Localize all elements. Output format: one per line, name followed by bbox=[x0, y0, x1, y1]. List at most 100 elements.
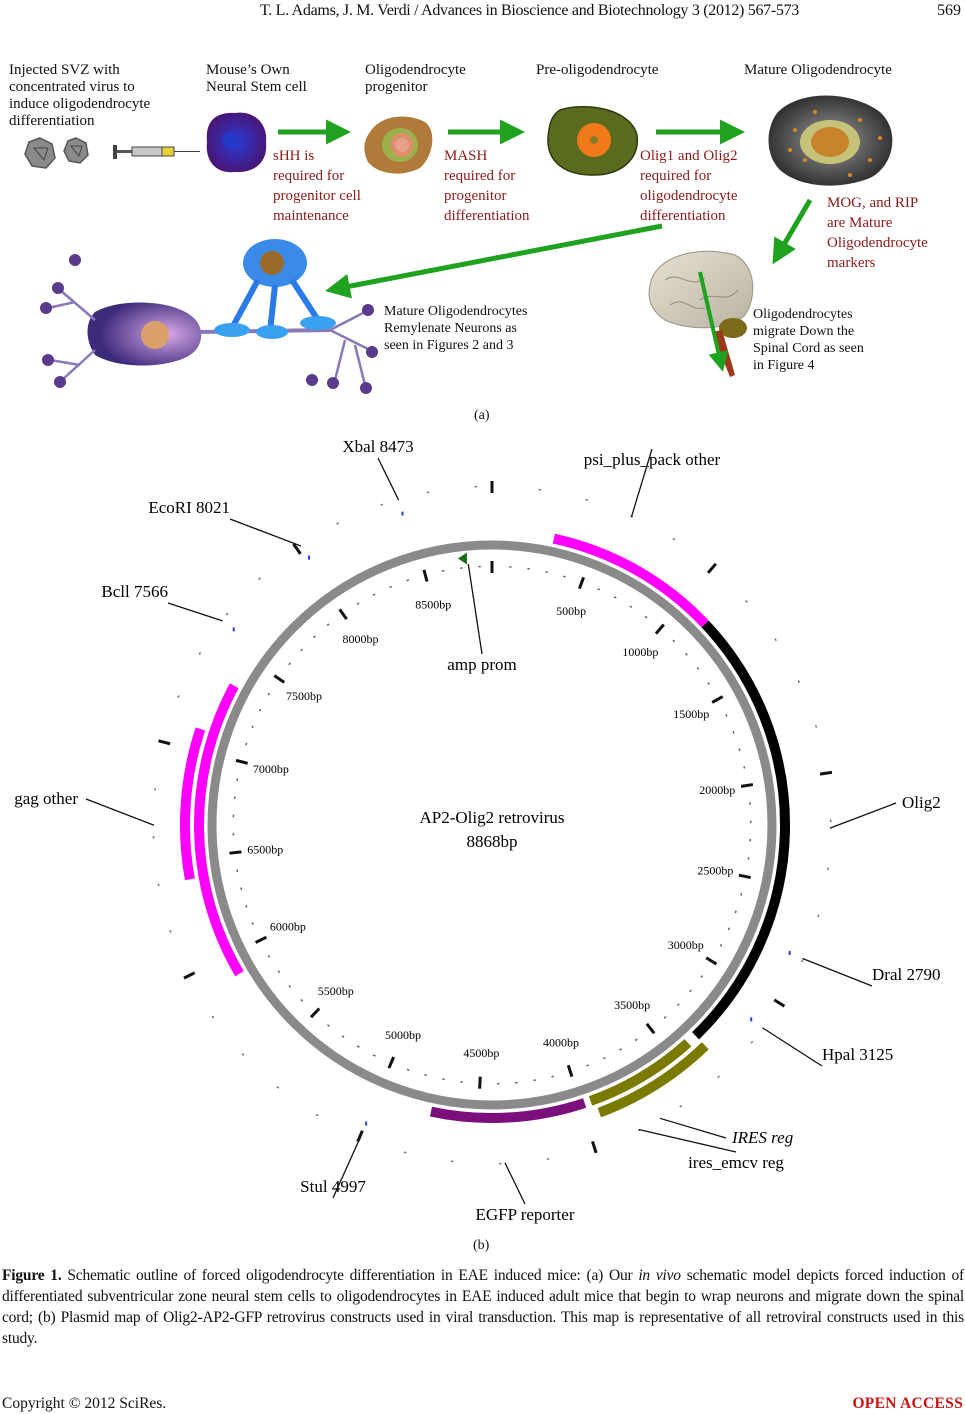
restriction-site-label: Xbal 8473 bbox=[342, 437, 413, 456]
minor-tick bbox=[602, 1056, 606, 1060]
minor-tick bbox=[372, 593, 376, 596]
outer-minor-tick bbox=[258, 577, 261, 581]
minor-tick bbox=[732, 730, 735, 734]
major-tick bbox=[309, 1007, 321, 1019]
outer-minor-tick bbox=[717, 1075, 720, 1079]
major-tick bbox=[478, 1076, 482, 1089]
virus-particle-icon bbox=[63, 137, 89, 164]
feature-label: Olig2 bbox=[902, 793, 941, 812]
arrow-icon bbox=[698, 271, 729, 372]
amp-prom-marker bbox=[457, 552, 467, 565]
minor-tick bbox=[356, 602, 360, 605]
figure-caption: Figure 1. Schematic outline of forced ol… bbox=[2, 1265, 964, 1349]
major-tick bbox=[645, 1022, 656, 1035]
panel-b-label: (b) bbox=[473, 1238, 490, 1253]
oligodendrocyte-progenitor-icon bbox=[364, 116, 433, 174]
plasmid-backbone bbox=[207, 540, 777, 1110]
major-tick bbox=[738, 873, 752, 880]
feature-arc bbox=[588, 1039, 692, 1106]
outer-minor-tick bbox=[198, 652, 202, 656]
leader-line bbox=[504, 1162, 526, 1205]
leader-line bbox=[229, 518, 302, 547]
restriction-site-label: Hpal 3125 bbox=[822, 1045, 893, 1064]
minor-tick bbox=[389, 585, 393, 589]
major-tick bbox=[740, 783, 754, 788]
tick-label: 5500bp bbox=[318, 984, 354, 998]
minor-tick bbox=[300, 998, 304, 1002]
restriction-site-label: Dral 2790 bbox=[872, 965, 940, 984]
outer-minor-tick bbox=[315, 1113, 319, 1117]
note-olig: Olig1 and Olig2 required for oligodendro… bbox=[640, 148, 738, 224]
minor-tick bbox=[725, 714, 728, 717]
leader-line bbox=[802, 957, 873, 987]
leader-line bbox=[762, 1027, 823, 1067]
arrow-icon bbox=[325, 223, 663, 299]
outer-minor-tick bbox=[679, 1104, 683, 1108]
major-tick bbox=[711, 695, 724, 704]
feature-arc bbox=[180, 727, 206, 881]
tick-label: 8500bp bbox=[415, 598, 451, 612]
minor-tick bbox=[676, 1003, 680, 1007]
major-tick bbox=[229, 850, 242, 855]
major-tick bbox=[654, 623, 665, 635]
minor-tick bbox=[356, 1045, 360, 1048]
minor-tick bbox=[300, 648, 303, 652]
minor-tick bbox=[267, 692, 271, 696]
note-shh: sHH is required for progenitor cell main… bbox=[273, 148, 361, 224]
outer-minor-tick bbox=[177, 695, 180, 698]
leader-line bbox=[332, 1136, 362, 1199]
outer-minor-tick bbox=[225, 612, 229, 616]
running-header: T. L. Adams, J. M. Verdi / Advances in B… bbox=[0, 2, 965, 22]
minor-tick bbox=[696, 667, 700, 670]
outer-major-tick bbox=[158, 739, 171, 746]
tick-label: 6500bp bbox=[247, 842, 283, 856]
feature-label: amp prom bbox=[447, 655, 516, 674]
tick-label: 3000bp bbox=[668, 938, 704, 952]
feature-arc bbox=[692, 620, 790, 1040]
arrow-icon bbox=[772, 198, 813, 265]
note-mash: MASH required for progenitor differentia… bbox=[444, 148, 530, 224]
minor-tick bbox=[597, 588, 601, 591]
outer-major-tick bbox=[819, 770, 833, 776]
feature-arc bbox=[194, 683, 244, 977]
page-number: 569 bbox=[937, 2, 961, 19]
tick-label: 2500bp bbox=[697, 863, 733, 877]
minor-tick bbox=[644, 615, 648, 619]
tick-label: 500bp bbox=[556, 604, 586, 618]
stage-label-pre-oligodendrocyte: Pre-oligodendrocyte bbox=[536, 62, 659, 78]
caption-text-1: Schematic outline of forced oligodendroc… bbox=[61, 1267, 639, 1284]
minor-tick bbox=[288, 662, 291, 666]
major-tick bbox=[235, 758, 249, 765]
major-tick bbox=[387, 1056, 396, 1069]
virus-particle-icon bbox=[24, 137, 56, 169]
panel-a-label: (a) bbox=[474, 408, 490, 423]
copyright: Copyright © 2012 SciRes. bbox=[2, 1395, 167, 1412]
minor-tick bbox=[277, 970, 281, 974]
plasmid-title: AP2-Olig2 retrovirus bbox=[420, 808, 565, 827]
outer-major-tick bbox=[706, 562, 717, 574]
stage-label-injection: Injected SVZ with concentrated virus to … bbox=[9, 62, 151, 129]
leader-line bbox=[467, 563, 483, 655]
outer-minor-tick bbox=[797, 680, 801, 684]
caption-italic: in vivo bbox=[638, 1267, 681, 1284]
outer-major-tick bbox=[773, 998, 786, 1008]
minor-tick bbox=[629, 605, 633, 609]
minor-tick bbox=[727, 927, 731, 931]
outer-major-tick bbox=[591, 1140, 598, 1154]
pre-oligodendrocyte-icon bbox=[547, 106, 638, 176]
stage-label-neural-stem-cell: Mouse’s Own Neural Stem cell bbox=[206, 62, 307, 95]
outer-major-tick bbox=[292, 543, 302, 555]
stage-label-mature-oligodendrocyte: Mature Oligodendrocyte bbox=[744, 62, 892, 78]
tick-label: 2000bp bbox=[699, 783, 735, 797]
tick-label: 1500bp bbox=[673, 707, 709, 721]
tick-label: 6000bp bbox=[270, 919, 306, 933]
leader-line bbox=[659, 1117, 727, 1139]
outer-minor-tick bbox=[672, 537, 676, 541]
tick-label: 7500bp bbox=[286, 689, 322, 703]
tick-label: 8000bp bbox=[342, 632, 378, 646]
syringe-icon bbox=[113, 145, 200, 159]
open-access-badge: OPEN ACCESS bbox=[852, 1395, 963, 1412]
minor-tick bbox=[258, 708, 262, 712]
outer-minor-tick bbox=[801, 959, 804, 963]
leader-line bbox=[630, 448, 653, 518]
